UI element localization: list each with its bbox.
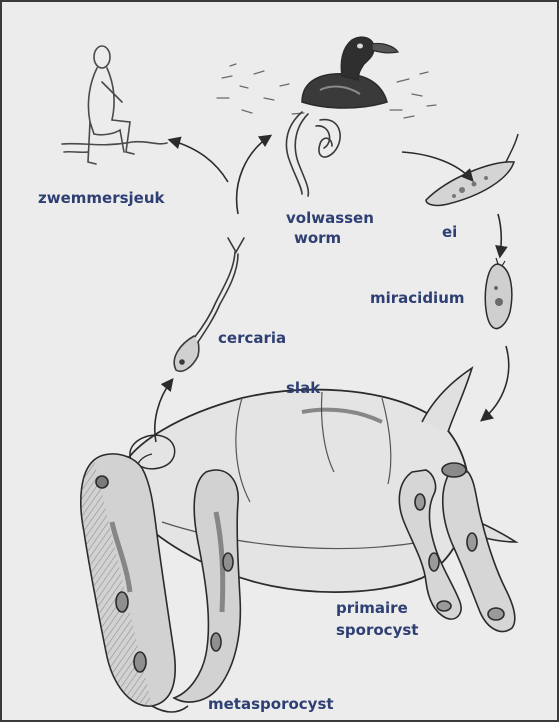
label-primary-sporocyst-line1: primaire [336,598,408,618]
label-snail: slak [286,378,320,398]
label-adult-worm-line1: volwassen [286,208,374,228]
arrow-egg-to-miracidium [498,214,501,256]
egg-icon [426,134,518,205]
label-egg: ei [442,222,457,242]
arrow-cercaria-to-human [170,140,228,182]
human-bather-icon [62,46,167,164]
miracidium-icon [485,258,512,328]
label-cercaria: cercaria [218,328,286,348]
label-primary-sporocyst-line2: sporocyst [336,620,418,640]
adult-worm-icon [286,112,340,196]
label-miracidium: miracidium [370,288,465,308]
label-adult-worm-line2: worm [294,228,341,248]
primary-sporocyst-icon [399,463,515,631]
cercaria-icon [174,238,244,371]
label-metasporocyst: metasporocyst [208,694,334,714]
arrow-cercaria-to-duck [237,136,270,214]
arrow-miracidium-to-snail [482,346,509,420]
label-swimmers-itch: zwemmersjeuk [38,188,165,208]
duck-icon [217,37,436,118]
